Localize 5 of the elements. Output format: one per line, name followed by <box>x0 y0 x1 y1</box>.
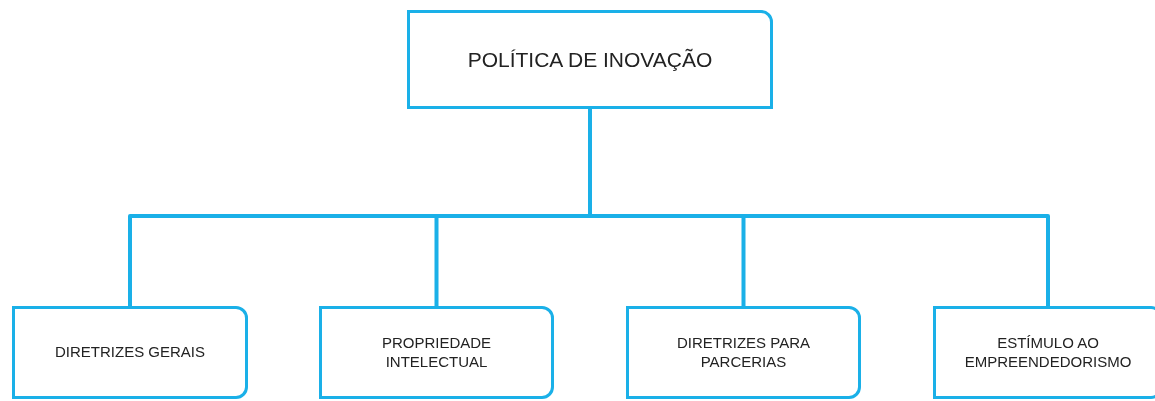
title-box: POLÍTICA DE INOVAÇÃO <box>407 10 773 109</box>
category-box: DIRETRIZES PARA PARCERIAS <box>626 306 861 399</box>
category-box: ESTÍMULO AO EMPREENDEDORISMO <box>933 306 1155 399</box>
category-box: PROPRIEDADE INTELECTUAL <box>319 306 554 399</box>
category-box: DIRETRIZES GERAIS <box>12 306 248 399</box>
